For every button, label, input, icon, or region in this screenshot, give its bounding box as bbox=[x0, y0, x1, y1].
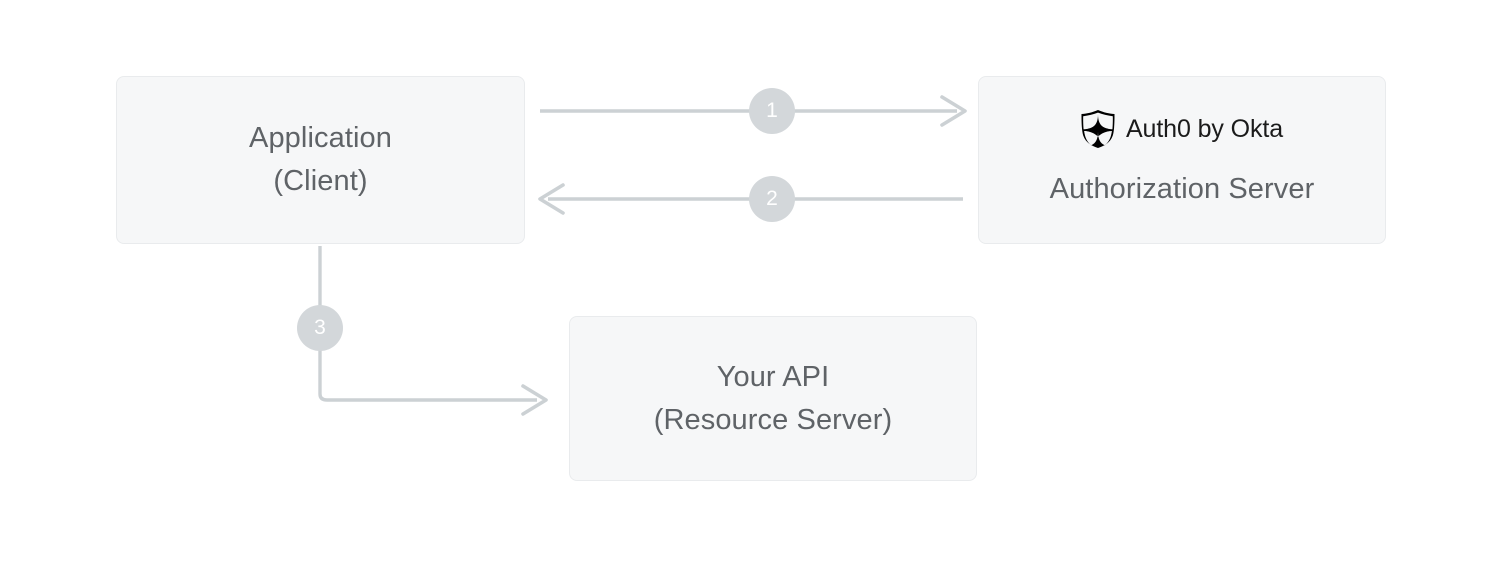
node-authorization-server[interactable]: Auth0 by Okta Authorization Server bbox=[978, 76, 1386, 244]
okta-shield-icon bbox=[1081, 109, 1115, 148]
node-application-client[interactable]: Application (Client) bbox=[116, 76, 525, 244]
node-application-line-1: Application bbox=[249, 122, 392, 154]
step-badge-2[interactable]: 2 bbox=[749, 176, 795, 222]
auth0-brand-text: Auth0 by Okta bbox=[1125, 114, 1284, 143]
node-application-line-2: (Client) bbox=[273, 165, 368, 197]
node-api-line-2: (Resource Server) bbox=[653, 403, 893, 436]
node-api-line-1: Your API bbox=[716, 360, 830, 393]
auth0-brand-lockup: Auth0 by Okta bbox=[1081, 109, 1284, 148]
arrow-step-3 bbox=[318, 246, 548, 416]
step-badge-1[interactable]: 1 bbox=[749, 88, 795, 134]
step-badge-3[interactable]: 3 bbox=[297, 305, 343, 351]
node-authserver-line-1: Authorization Server bbox=[1049, 172, 1315, 205]
node-your-api-resource-server[interactable]: Your API (Resource Server) bbox=[569, 316, 977, 481]
